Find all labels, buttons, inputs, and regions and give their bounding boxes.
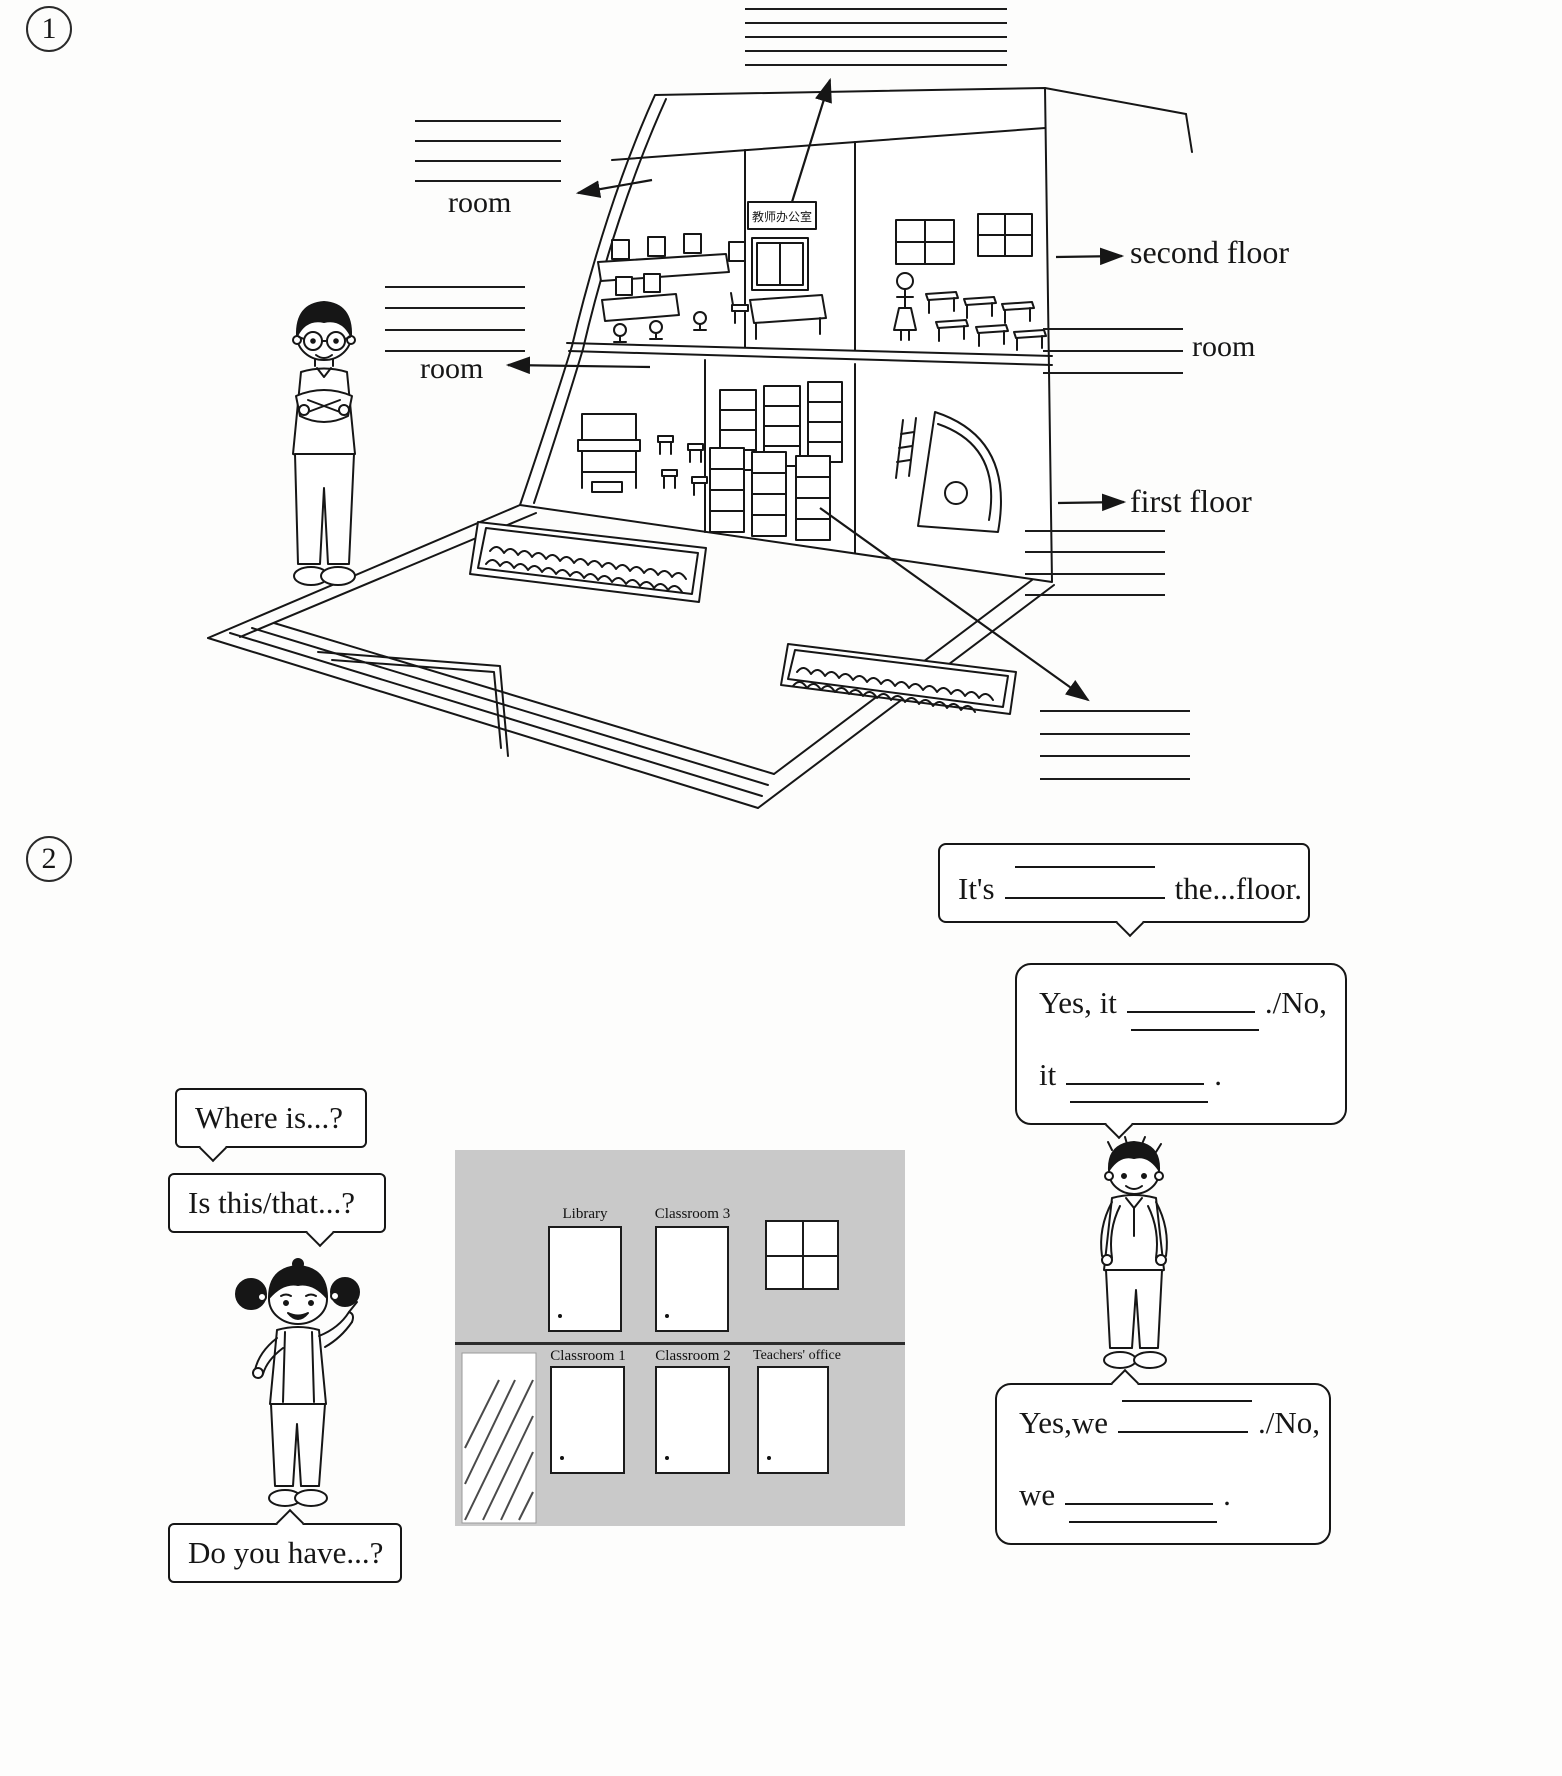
boy-with-glasses-illustration xyxy=(292,301,356,586)
door-classroom-3 xyxy=(655,1226,729,1332)
stairs-icon xyxy=(461,1352,537,1524)
speech-bubble-its-floor: It's the...floor. xyxy=(938,843,1310,938)
fill-in-blank xyxy=(1066,1070,1209,1102)
door-classroom-1 xyxy=(550,1366,625,1474)
stairwell-detail xyxy=(895,411,1002,533)
flower-bed-right xyxy=(780,643,1017,715)
speech-bubble-where-is: Where is...? xyxy=(175,1088,367,1163)
speech-bubble-do-you-have: Do you have...? xyxy=(168,1508,402,1583)
window-mullion xyxy=(802,1222,804,1288)
door-knob xyxy=(665,1314,669,1318)
door-knob xyxy=(665,1456,669,1460)
blank-lines-right-room xyxy=(1043,328,1183,374)
label-room-mid-left: room xyxy=(420,352,484,385)
door-teachers-office xyxy=(757,1366,829,1474)
fill-in-blank xyxy=(1065,1490,1218,1522)
bubble-text: Is this/that...? xyxy=(188,1185,356,1220)
girl-pointing-illustration xyxy=(235,1258,360,1507)
computer-room-furniture xyxy=(597,233,730,343)
flower-bed-left xyxy=(469,521,707,603)
blank-lines-left-top xyxy=(415,120,561,182)
door-classroom-2 xyxy=(655,1366,730,1474)
door-knob xyxy=(558,1314,562,1318)
plan-label-library: Library xyxy=(562,1206,608,1222)
label-room-right: room xyxy=(1192,330,1256,363)
door-knob xyxy=(767,1456,771,1460)
teachers-office-sign: 教师办公室 xyxy=(752,209,812,224)
bubble-text: Yes,we xyxy=(1019,1405,1109,1440)
bubble-text: the...floor. xyxy=(1174,871,1303,906)
speech-tail xyxy=(1104,1110,1134,1140)
speech-tail xyxy=(198,1133,228,1163)
section-2-marker: 2 xyxy=(26,836,72,882)
door-knob xyxy=(560,1456,564,1460)
bubble-text: we xyxy=(1019,1477,1056,1512)
speech-tail xyxy=(1115,908,1145,938)
speech-bubble-yes-it: Yes, it ./No, it. xyxy=(1015,963,1347,1140)
label-room-top-left: room xyxy=(448,186,512,219)
library-shelves xyxy=(709,381,843,541)
floor-plan: Library Classroom 3 Classroom 1 Classroo… xyxy=(455,1150,905,1526)
bubble-text: Yes, it xyxy=(1039,985,1117,1020)
plan-label-classroom-2: Classroom 2 xyxy=(655,1348,731,1364)
plan-label-classroom-1: Classroom 1 xyxy=(550,1348,626,1364)
music-room-furniture xyxy=(577,413,708,496)
blank-lines-top xyxy=(745,8,1007,66)
teachers-office-furniture xyxy=(728,201,827,340)
speech-tail xyxy=(305,1218,335,1248)
bubble-text: it xyxy=(1039,1057,1057,1092)
blank-lines-bottom-right xyxy=(1040,710,1190,780)
plan-label-classroom-3: Classroom 3 xyxy=(654,1206,731,1222)
blank-lines-left-mid xyxy=(385,286,525,352)
plan-floor-line xyxy=(455,1342,905,1345)
section-1-marker: 1 xyxy=(26,6,72,52)
boy-standing-illustration xyxy=(1100,1136,1168,1369)
speech-bubble-is-this-that: Is this/that...? xyxy=(168,1173,386,1248)
bubble-text: ./No, xyxy=(1264,985,1327,1020)
door-library xyxy=(548,1226,622,1332)
bubble-text: Where is...? xyxy=(195,1100,344,1135)
glasses-icon xyxy=(298,331,351,351)
fill-in-blank xyxy=(1118,1400,1253,1433)
fill-in-blank xyxy=(1004,866,1165,899)
plan-label-teachers-office: Teachers' office xyxy=(753,1348,841,1363)
fill-in-blank xyxy=(1126,998,1259,1030)
bubble-text: . xyxy=(1214,1057,1222,1092)
bubble-text: . xyxy=(1223,1477,1231,1512)
speech-bubble-yes-we: Yes,we ./No, we. xyxy=(995,1368,1331,1545)
callout-arrows xyxy=(505,77,1127,702)
bubble-text: It's xyxy=(958,871,995,906)
classroom-furniture xyxy=(893,213,1047,351)
window-icon xyxy=(765,1220,839,1290)
label-second-floor: second floor xyxy=(1130,234,1290,270)
label-first-floor: first floor xyxy=(1130,483,1252,519)
school-cutaway-illustration: 教师办公室 xyxy=(207,77,1193,809)
bubble-text: Do you have...? xyxy=(188,1535,384,1570)
blank-lines-first-floor xyxy=(1025,530,1165,596)
bubble-text: ./No, xyxy=(1258,1405,1321,1440)
